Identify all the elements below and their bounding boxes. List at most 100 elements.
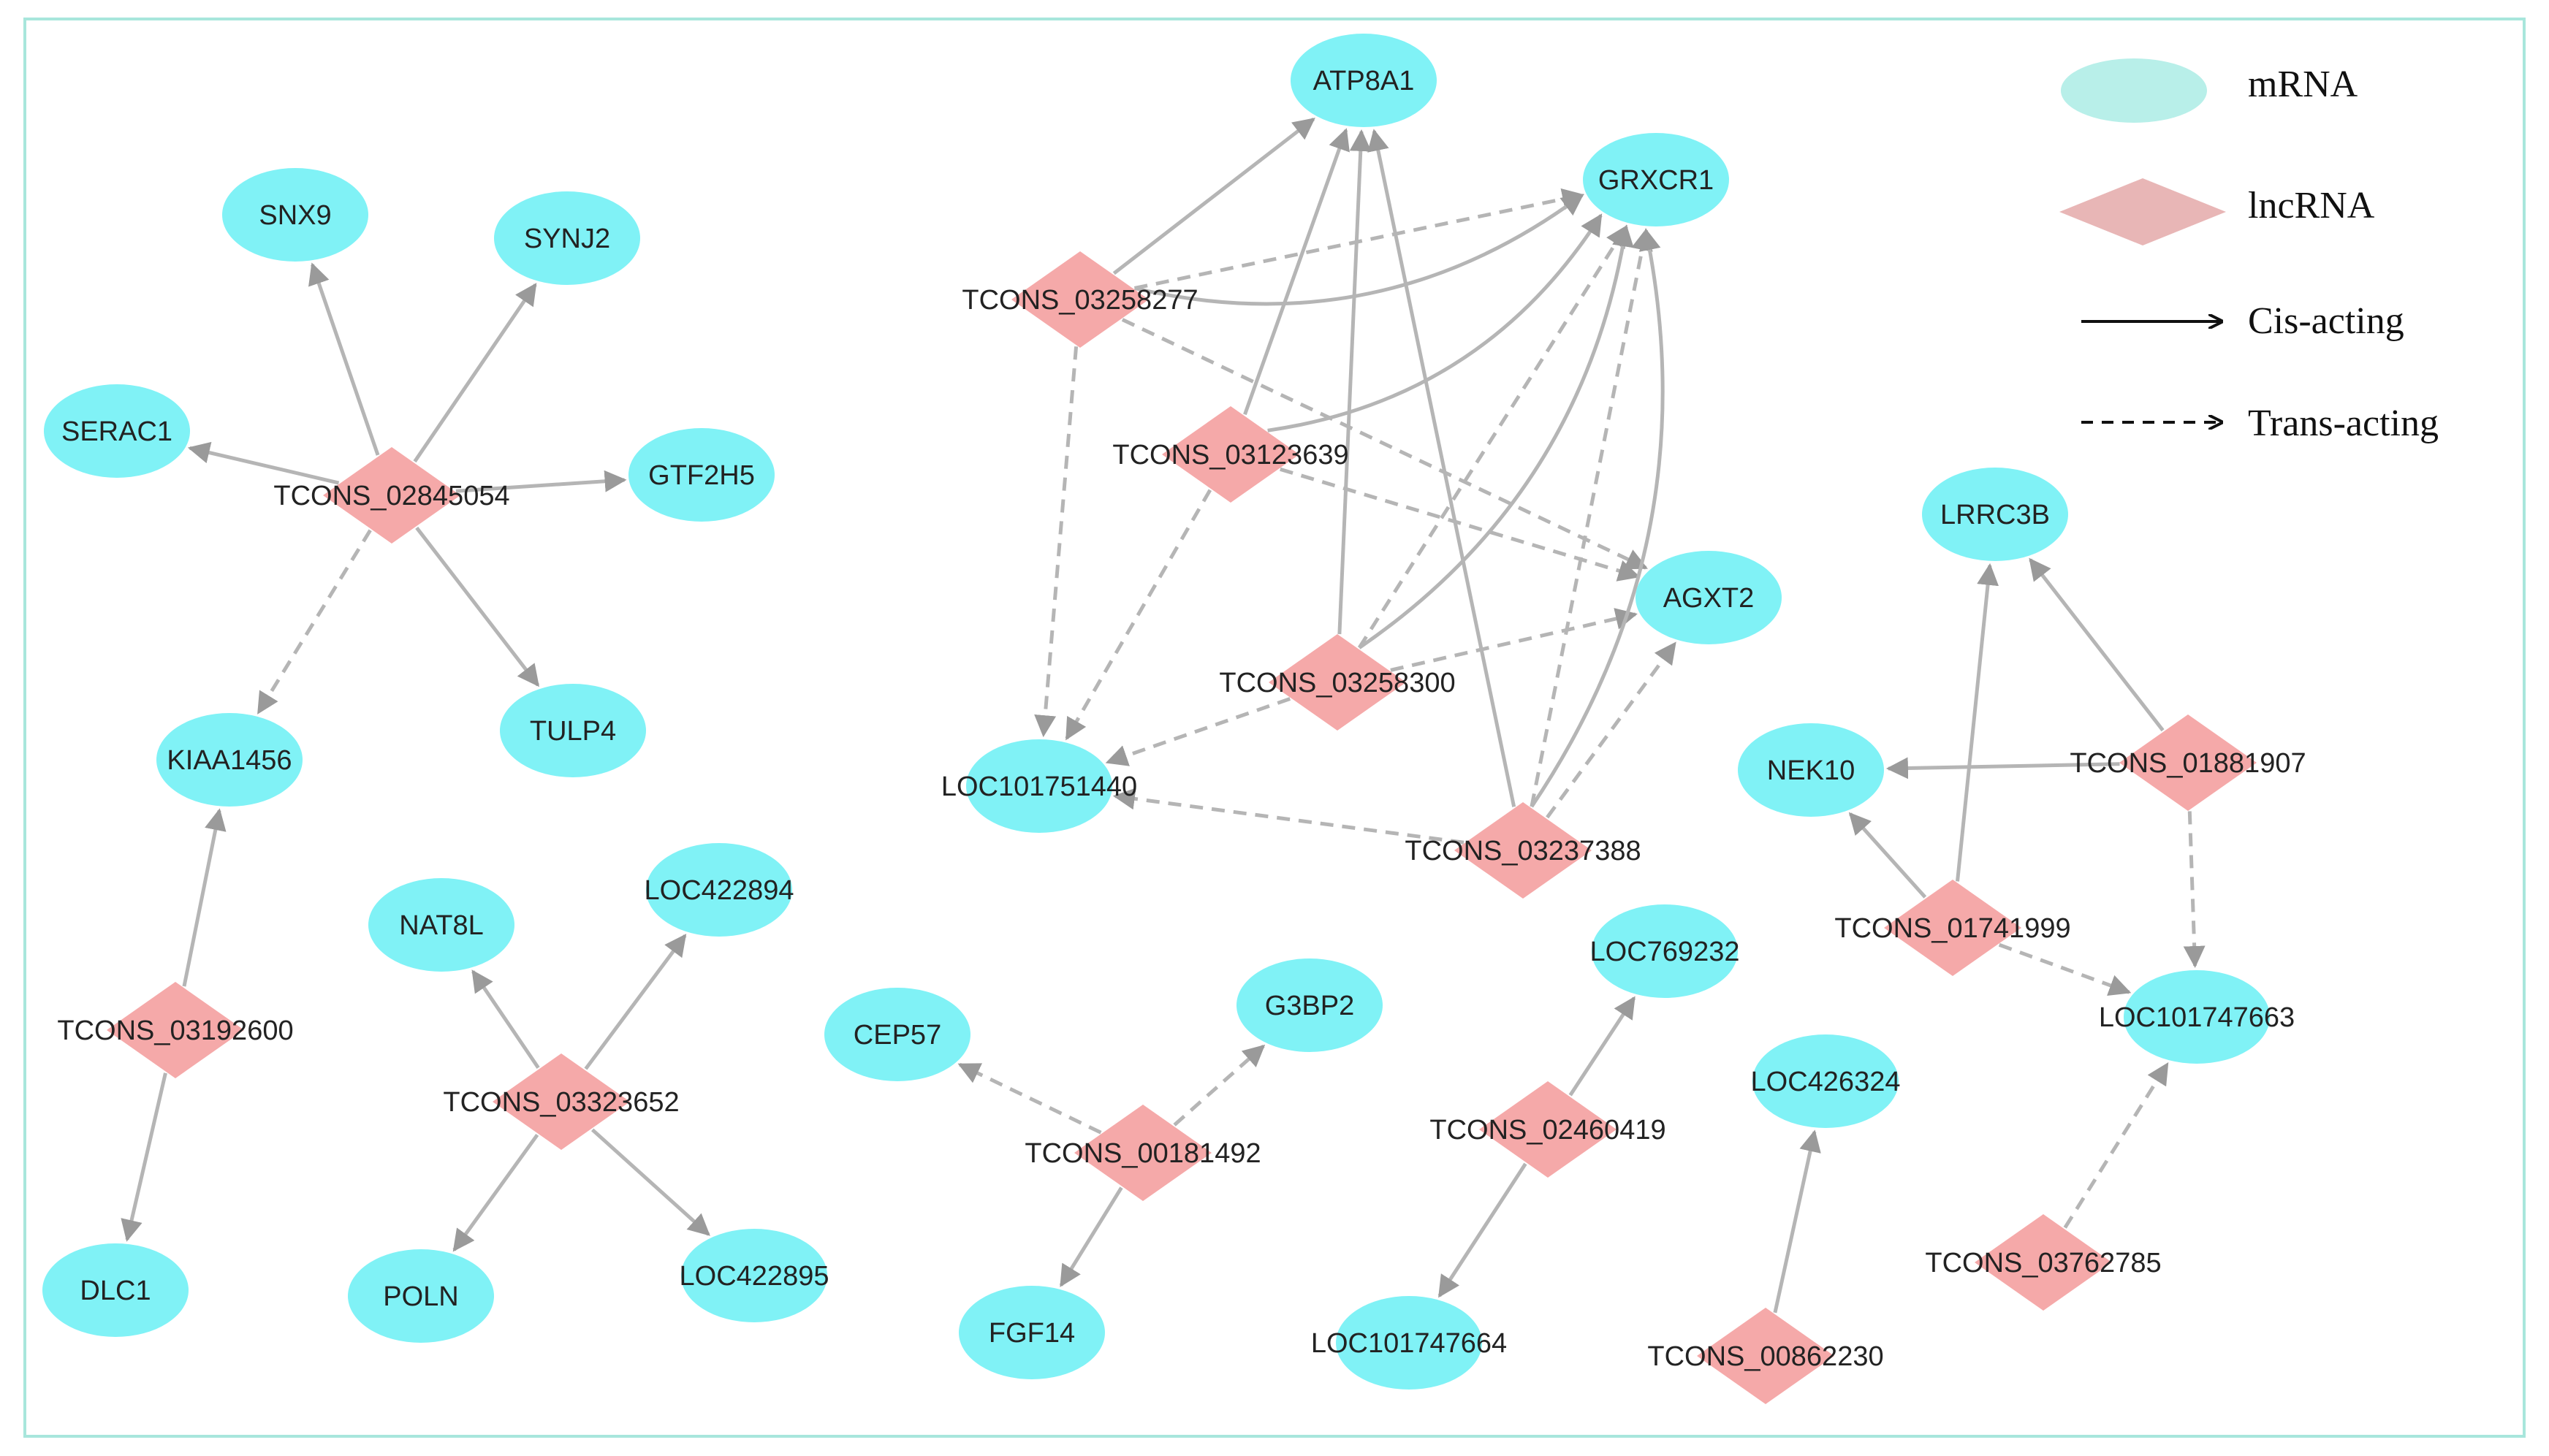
edge-trans-TCONS_03258300-to-GRXCR1 (1357, 224, 1628, 649)
edge-cis-TCONS_02460419-to-LOC101747664 (1437, 1162, 1527, 1298)
legend-lncrna-swatch (2059, 178, 2226, 245)
edge-trans-TCONS_03762785-to-LOC101747663 (2063, 1061, 2169, 1229)
mrna-node-LRRC3B: LRRC3B (1922, 468, 2068, 561)
lncrna-diamond (1454, 802, 1592, 899)
mrna-node-KIAA1456: KIAA1456 (156, 713, 303, 807)
mrna-ellipse (959, 1286, 1105, 1379)
edge-cis-TCONS_03258277-to-GRXCR1 (1133, 194, 1584, 306)
legend-mrna-swatch (2061, 58, 2207, 123)
lncrna-diamond (1011, 251, 1149, 348)
mrna-ellipse (500, 684, 646, 777)
node-label: G3BP2 (1265, 991, 1355, 1021)
edge-cis-TCONS_02845054-to-GTF2H5 (455, 470, 627, 493)
edge-trans-TCONS_00181492-to-G3BP2 (1173, 1044, 1266, 1127)
edge-trans-TCONS_00181492-to-CEP57 (957, 1062, 1102, 1135)
mrna-node-DLC1: DLC1 (42, 1243, 189, 1337)
mrna-ellipse (44, 384, 190, 478)
mrna-node-GRXCR1: GRXCR1 (1583, 133, 1729, 226)
node-label: NAT8L (399, 910, 483, 941)
mrna-node-LOC769232: LOC769232 (1590, 904, 1739, 998)
legend-cis-label: Cis-acting (2248, 300, 2404, 342)
edge-cis-TCONS_02845054-to-SYNJ2 (413, 283, 537, 463)
lncrna-diamond (1074, 1105, 1212, 1201)
mrna-node-NEK10: NEK10 (1738, 723, 1884, 817)
node-label: TCONS_01741999 (1834, 913, 2070, 944)
lncrna-node-TCONS_00862230: TCONS_00862230 (1647, 1308, 1884, 1404)
lncrna-diamond (1975, 1214, 2112, 1311)
node-label: ATP8A1 (1313, 66, 1415, 96)
node-label: LOC422895 (680, 1261, 829, 1292)
mrna-node-LOC101747663: LOC101747663 (2099, 970, 2295, 1064)
mrna-ellipse (2124, 970, 2270, 1064)
node-label: TCONS_01881907 (2070, 748, 2306, 779)
edge-cis-TCONS_01881907-to-NEK10 (1885, 757, 2120, 780)
mrna-ellipse (348, 1249, 494, 1343)
legend-lncrna-label: lncRNA (2248, 185, 2375, 226)
mrna-ellipse (1636, 551, 1782, 644)
node-label: KIAA1456 (167, 745, 292, 776)
mrna-ellipse (628, 428, 775, 522)
lncrna-node-TCONS_03258300: TCONS_03258300 (1219, 634, 1456, 731)
lncrna-diamond (1269, 634, 1406, 731)
mrna-node-SNX9: SNX9 (222, 168, 368, 262)
edge-cis-TCONS_00862230-to-LOC426324 (1773, 1129, 1821, 1314)
node-label: NEK10 (1767, 755, 1855, 786)
lncrna-node-TCONS_03192600: TCONS_03192600 (57, 982, 294, 1078)
mrna-ellipse (1922, 468, 2068, 561)
edge-cis-TCONS_03237388-to-GRXCR1 (1530, 228, 1665, 808)
mrna-node-CEP57: CEP57 (824, 988, 970, 1081)
node-label: TCONS_03258300 (1219, 668, 1455, 698)
mrna-ellipse (1291, 34, 1437, 127)
mrna-ellipse (681, 1229, 827, 1322)
edge-cis-TCONS_03323652-to-POLN (452, 1133, 539, 1252)
lncrna-diamond (1162, 406, 1299, 503)
edge-cis-TCONS_03258277-to-ATP8A1 (1112, 117, 1315, 275)
lncrna-diamond (1697, 1308, 1834, 1404)
mrna-node-SERAC1: SERAC1 (44, 384, 190, 478)
lncrna-diamond (323, 447, 460, 544)
node-label: LOC101747664 (1311, 1328, 1507, 1359)
node-label: TCONS_02845054 (273, 481, 509, 511)
edge-cis-TCONS_03237388-to-ATP8A1 (1367, 129, 1516, 807)
node-label: TULP4 (530, 716, 616, 747)
mrna-node-LOC101751440: LOC101751440 (941, 739, 1137, 833)
mrna-ellipse (368, 878, 514, 972)
mrna-node-FGF14: FGF14 (959, 1286, 1105, 1379)
legend: mRNA lncRNA Cis-acting Trans-acting (2059, 58, 2439, 444)
edge-cis-TCONS_01741999-to-NEK10 (1848, 812, 1927, 899)
node-label: TCONS_00862230 (1647, 1341, 1883, 1372)
node-label: SYNJ2 (524, 224, 610, 254)
node-label: DLC1 (80, 1276, 151, 1306)
edge-trans-TCONS_02845054-to-KIAA1456 (257, 529, 372, 714)
edge-trans-TCONS_03237388-to-LOC101751440 (1112, 788, 1465, 845)
node-label: TCONS_03323652 (443, 1087, 679, 1118)
node-label: TCONS_00181492 (1025, 1138, 1261, 1169)
lncrna-node-TCONS_00181492: TCONS_00181492 (1025, 1105, 1261, 1201)
node-label: TCONS_03192600 (57, 1015, 293, 1046)
edge-trans-TCONS_03258277-to-AGXT2 (1121, 318, 1648, 570)
edge-cis-TCONS_01881907-to-LRRC3B (2029, 557, 2165, 732)
mrna-node-GTF2H5: GTF2H5 (628, 428, 775, 522)
node-label: TCONS_03237388 (1405, 836, 1641, 866)
mrna-node-LOC426324: LOC426324 (1751, 1034, 1900, 1128)
lncrna-diamond (493, 1053, 630, 1150)
mrna-ellipse (1236, 958, 1383, 1052)
edge-trans-TCONS_03258277-to-LOC101751440 (1034, 346, 1079, 738)
mrna-ellipse (42, 1243, 189, 1337)
edge-cis-TCONS_02845054-to-SERAC1 (187, 441, 340, 485)
node-label: GTF2H5 (648, 460, 755, 491)
mrna-ellipse (1592, 904, 1738, 998)
node-label: CEP57 (854, 1020, 941, 1051)
edge-trans-TCONS_03123639-to-AGXT2 (1280, 467, 1641, 582)
edge-cis-TCONS_02845054-to-SNX9 (308, 262, 380, 456)
edge-cis-TCONS_03123639-to-GRXCR1 (1267, 213, 1603, 432)
mrna-ellipse (824, 988, 970, 1081)
node-label: LRRC3B (1940, 500, 2050, 530)
mrna-ellipse (1336, 1296, 1482, 1390)
mrna-node-G3BP2: G3BP2 (1236, 958, 1383, 1052)
node-label: LOC101747663 (2099, 1002, 2295, 1033)
node-label: AGXT2 (1663, 583, 1755, 614)
mrna-node-LOC422894: LOC422894 (645, 843, 794, 937)
edge-cis-TCONS_03323652-to-NAT8L (471, 969, 540, 1070)
